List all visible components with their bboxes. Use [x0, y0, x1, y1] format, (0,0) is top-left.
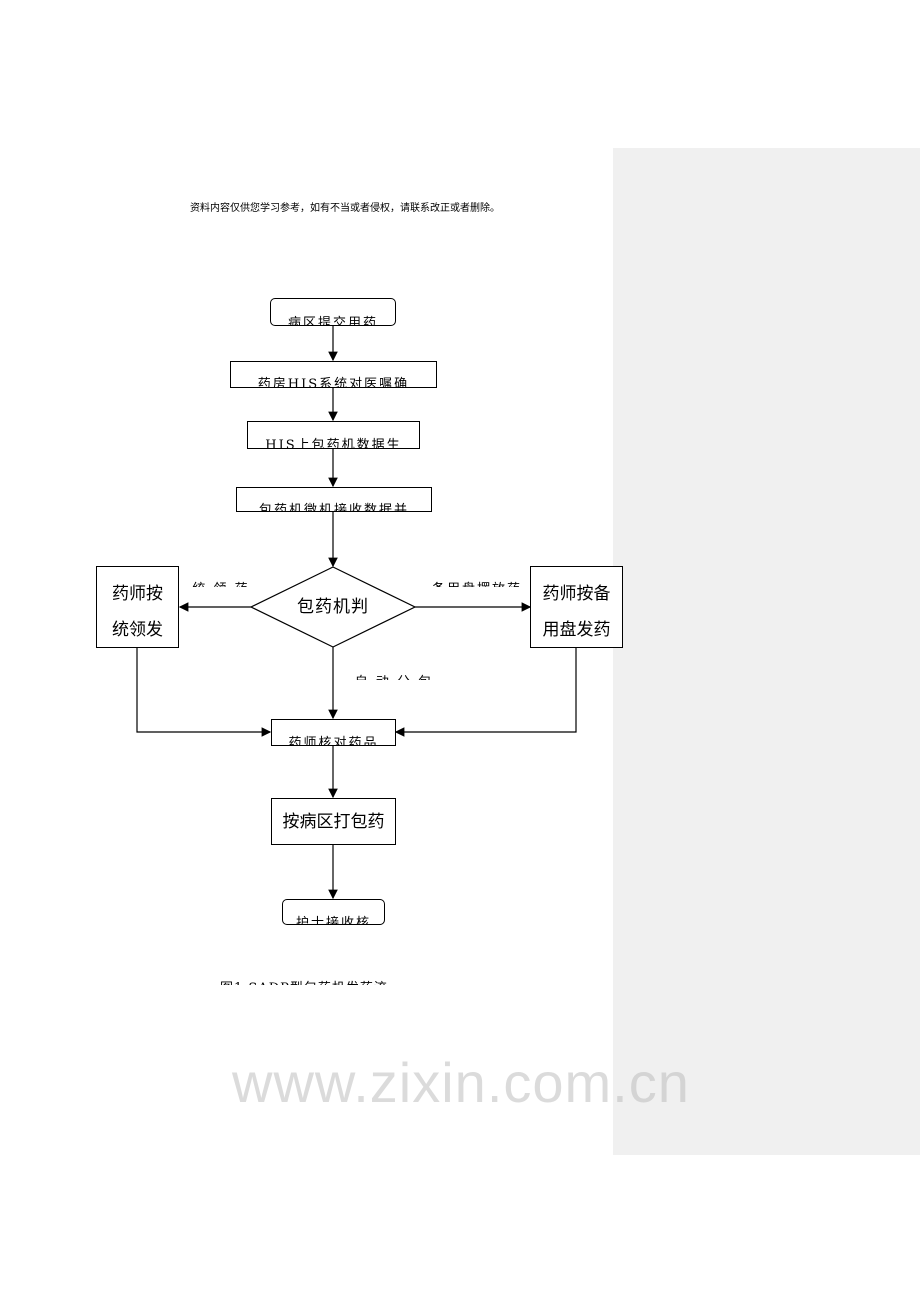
header-note: 资料内容仅供您学习参考，如有不当或者侵权，请联系改正或者删除。 — [190, 203, 500, 214]
node-line: 用盘发药 — [542, 620, 611, 640]
comment-sidebar — [613, 148, 920, 1155]
node-label: HIS上包药机数据生 — [265, 438, 402, 449]
flow-node-receive: 包药机微机接收数据并 — [236, 487, 432, 512]
flow-node-pack: 按病区打包药 — [271, 798, 396, 845]
branch-text: 备用盘摆放药 — [424, 578, 530, 587]
node-label: 药师核对药品 — [288, 736, 379, 746]
node-line: 药师按备 — [542, 584, 611, 604]
right-branch-label: 备用盘摆放药 — [424, 575, 530, 587]
node-label: 护士接收核 — [295, 916, 371, 925]
flow-node-verify: 药师核对药品 — [271, 719, 396, 746]
node-label: 按病区打包药 — [282, 812, 385, 832]
node-line: 统领发 — [112, 620, 163, 640]
flow-node-pharmacist-unified: 药师按统领发 — [96, 566, 179, 648]
node-label: 包药机微机接收数据并 — [258, 503, 409, 512]
decision-label: 包药机判 — [280, 592, 386, 623]
flow-node-his-confirm: 药房HIS系统对医嘱确 — [230, 361, 437, 388]
flow-node-pharmacist-spare: 药师按备用盘发药 — [530, 566, 623, 648]
left-branch-label: 统 领 药 — [186, 575, 256, 587]
flow-node-nurse: 护士接收核 — [282, 899, 385, 925]
branch-text: 自 动 分 包 — [352, 671, 436, 680]
decision-text: 包药机判 — [297, 597, 369, 617]
flow-node-submit: 病区提交用药 — [270, 298, 396, 326]
caption-text: 图1 SADP型包药机发药流 — [220, 977, 450, 985]
decision-diamond — [249, 566, 417, 648]
watermark: www.zixin.com.cn — [232, 1051, 690, 1114]
node-line: 药师按 — [112, 584, 163, 604]
branch-text: 统 领 药 — [186, 578, 256, 587]
flow-node-his-data: HIS上包药机数据生 — [247, 421, 420, 449]
node-label: 病区提交用药 — [287, 316, 378, 326]
figure-caption: 图1 SADP型包药机发药流 — [220, 975, 450, 985]
down-branch-label: 自 动 分 包 — [352, 668, 436, 680]
node-label: 药房HIS系统对医嘱确 — [257, 377, 410, 388]
